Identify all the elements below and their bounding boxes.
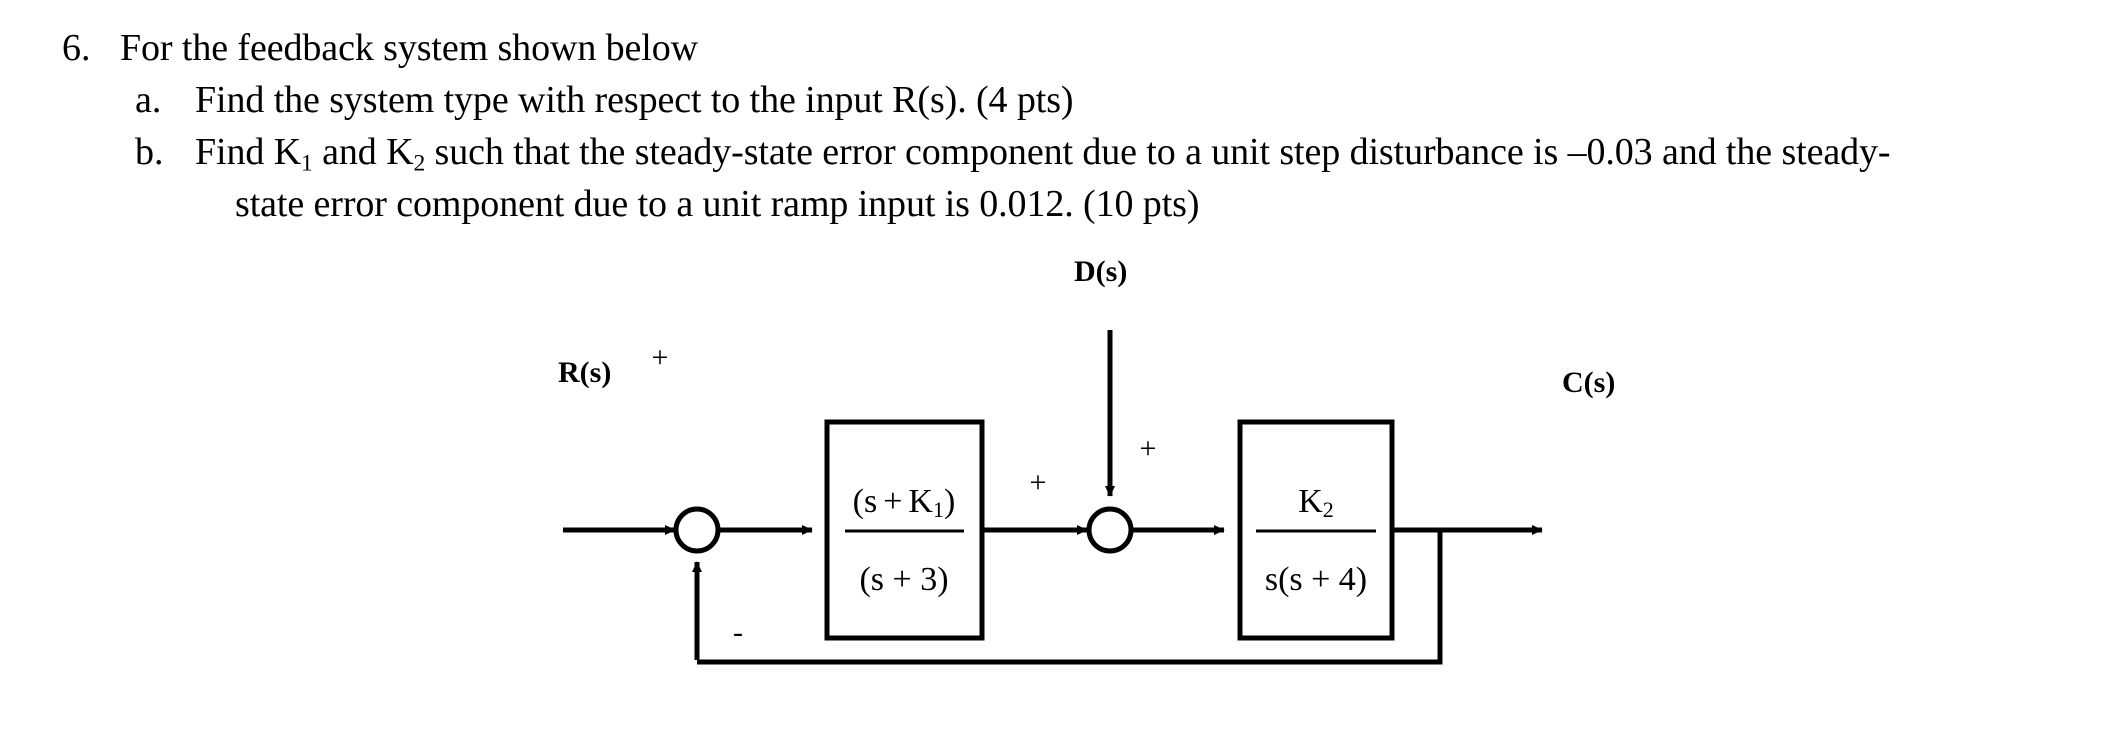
question-main-text: For the feedback system shown below [120, 27, 698, 69]
part-b-text-line2: state error component due to a unit ramp… [235, 183, 1200, 225]
part-b-k1-subscript: 1 [301, 150, 313, 177]
part-b-rest: such that the steady-state error compone… [425, 131, 1891, 173]
summing-junction-1-plus-sign: + [652, 341, 669, 374]
feedback-path [697, 530, 1443, 665]
part-b-find-k: Find K [195, 131, 302, 173]
summing-junction-2-plus-disturbance-sign: + [1140, 432, 1157, 465]
part-b-marker: b. [135, 131, 164, 173]
question-line-b-cont: state error component due to a unit ramp… [0, 178, 2117, 230]
block-2-denominator: s(s + 4) [1265, 561, 1367, 598]
question-line-main: 6. For the feedback system shown below [0, 22, 2117, 74]
summing-junction-1 [673, 506, 721, 554]
block-1-denominator: (s + 3) [859, 561, 948, 598]
summing-junction-2 [1086, 506, 1134, 554]
feedback-block-diagram: (s+K1) (s + 3) K2 s(s + 4) R(s) D(s) C(s… [0, 300, 2117, 746]
part-b-text-line1: Find K1 and K2 such that the steady-stat… [195, 126, 1891, 178]
question-line-a: a. Find the system type with respect to … [0, 74, 2117, 126]
question-line-b: b. Find K1 and K2 such that the steady-s… [0, 126, 2117, 178]
part-b-k2-subscript: 2 [413, 150, 426, 177]
question-number: 6. [62, 27, 91, 69]
block-2-numerator: K2 [1298, 483, 1334, 522]
summing-junction-2-plus-input-sign: + [1030, 466, 1047, 499]
block-1-numerator: (s+K1) [853, 483, 956, 522]
output-label: C(s) [1562, 366, 1615, 399]
part-a-text: Find the system type with respect to the… [195, 79, 1074, 121]
part-a-marker: a. [135, 79, 162, 121]
part-b-and-k: and K [312, 131, 414, 173]
disturbance-label-overlay: D(s) [1074, 255, 1128, 288]
input-label: R(s) [558, 356, 611, 389]
question-block: 6. For the feedback system shown below a… [0, 0, 2117, 230]
summing-junction-1-minus-sign: - [733, 616, 743, 649]
